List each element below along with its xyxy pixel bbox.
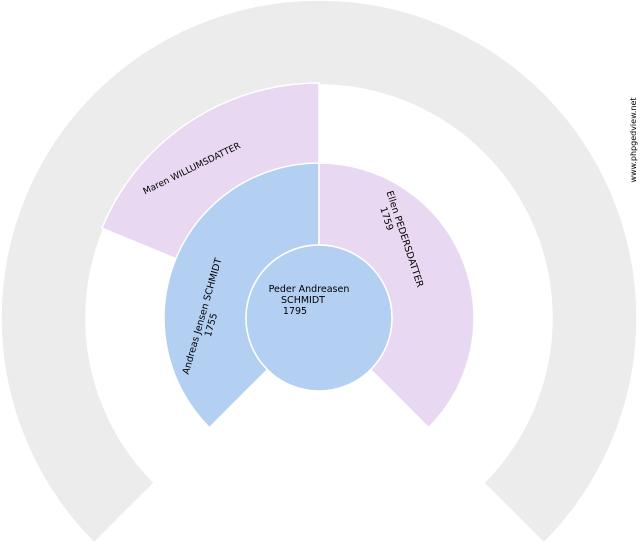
watermark: www.phpgedview.net [629, 97, 638, 182]
watermark-text: www.phpgedview.net [629, 97, 638, 182]
root-name: Peder Andreasen [269, 284, 350, 295]
root-person-circle[interactable] [245, 244, 393, 392]
root-surname: SCHMIDT [281, 295, 325, 306]
root-year: 1795 [283, 306, 307, 317]
